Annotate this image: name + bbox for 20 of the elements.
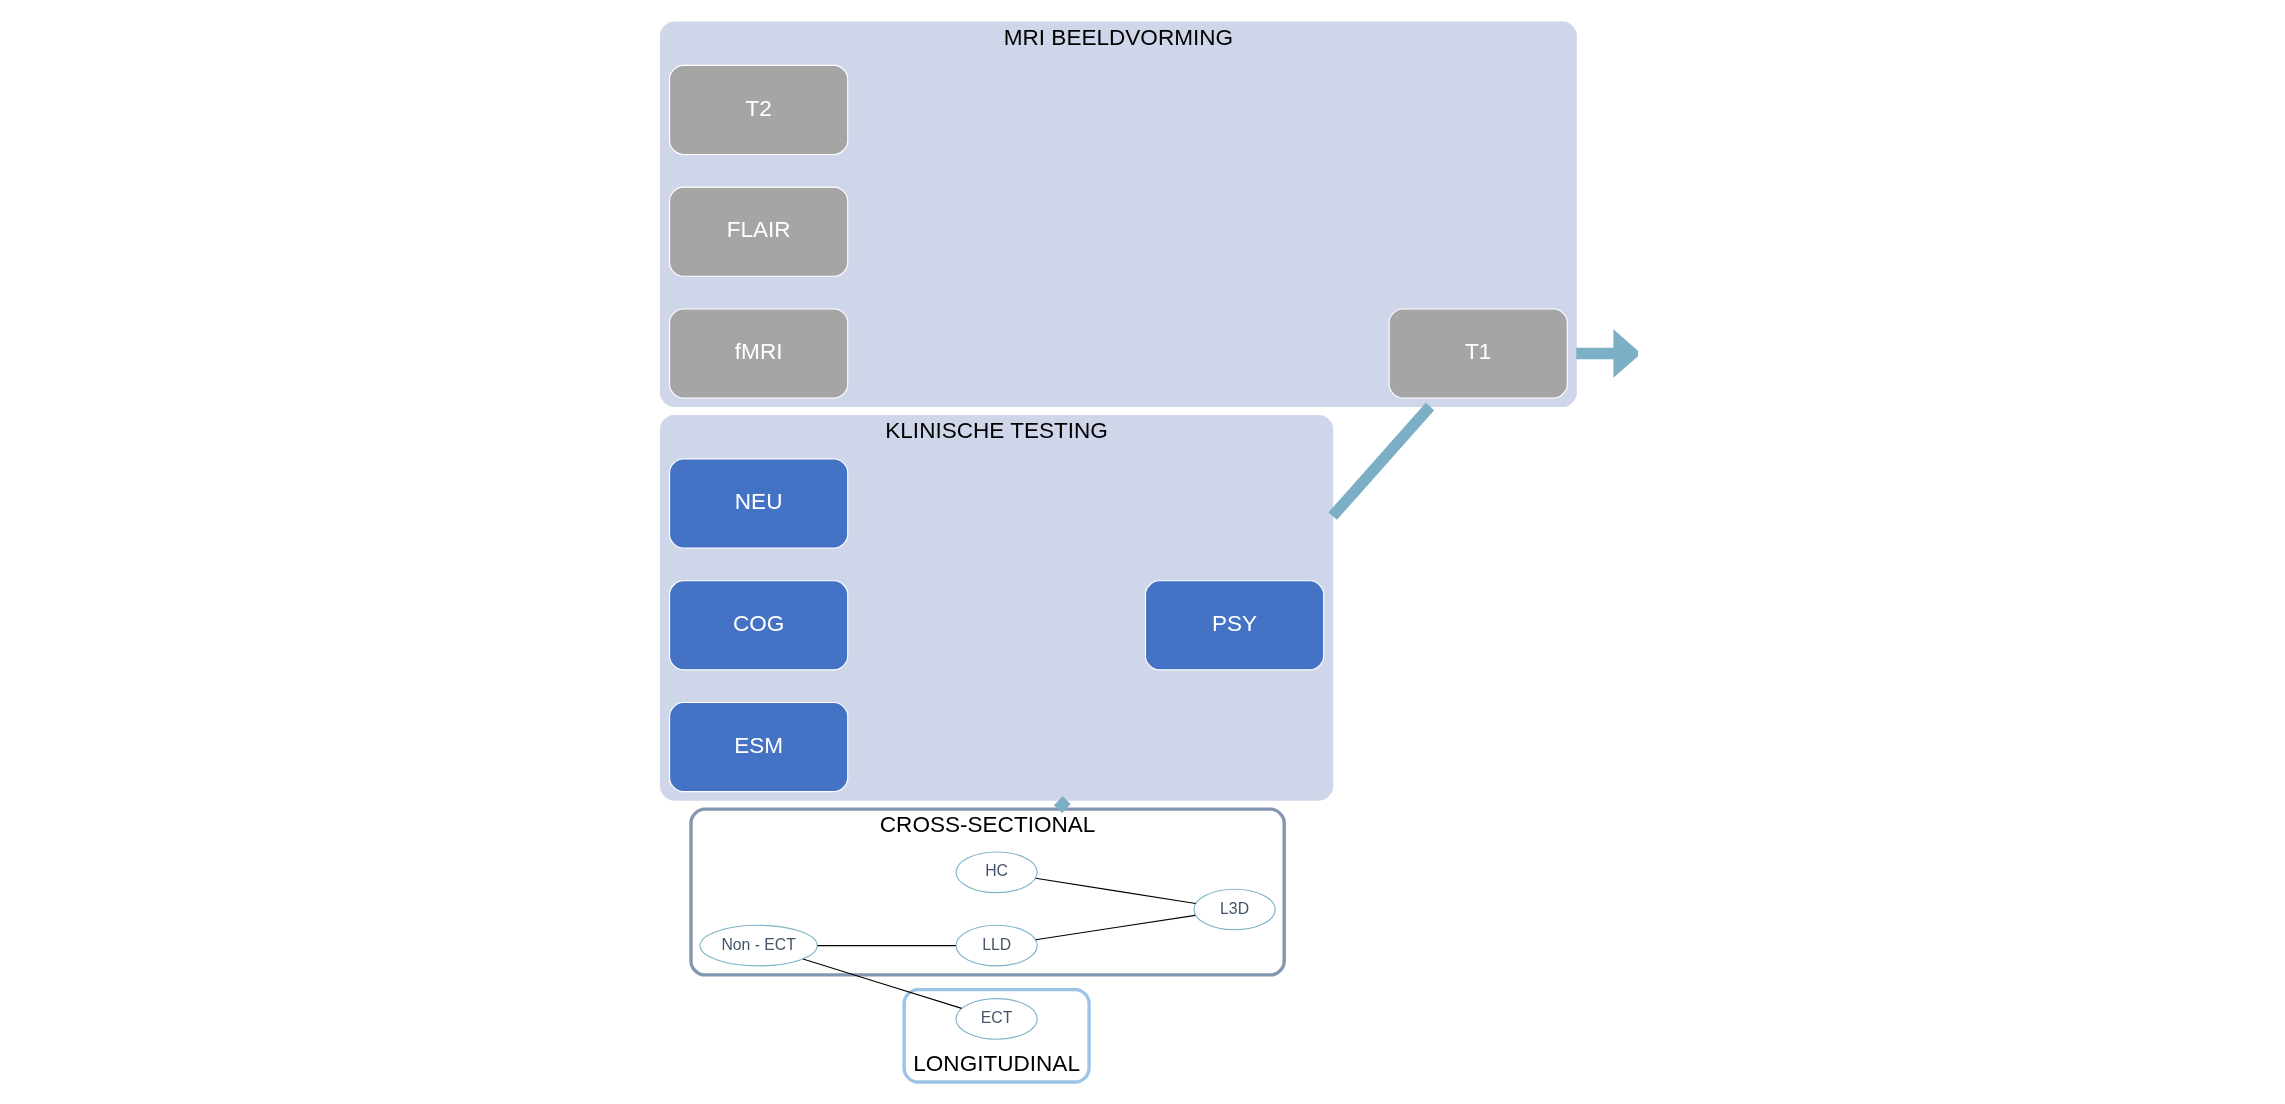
node-ellipse: LLD <box>955 924 1038 967</box>
node-ellipse: ECT <box>955 998 1038 1040</box>
connector <box>1035 914 1196 941</box>
node-box: fMRI <box>669 308 849 399</box>
node-box: ESM <box>669 702 849 793</box>
node-box: T2 <box>669 64 849 156</box>
node-box: COG <box>669 580 849 671</box>
connector <box>1328 402 1435 520</box>
node-box: PSY <box>1144 580 1325 671</box>
arrow <box>1576 329 1638 378</box>
node-box: T1 <box>1388 308 1568 399</box>
connector <box>816 945 957 947</box>
connector <box>802 958 963 1009</box>
node-ellipse: Non - ECT <box>699 924 818 967</box>
node-ellipse: HC <box>955 851 1038 894</box>
connector <box>1035 877 1197 905</box>
node-box: FLAIR <box>669 186 849 277</box>
node-ellipse: L3D <box>1193 888 1276 931</box>
connector <box>1053 796 1071 814</box>
node-box: NEU <box>669 458 849 549</box>
